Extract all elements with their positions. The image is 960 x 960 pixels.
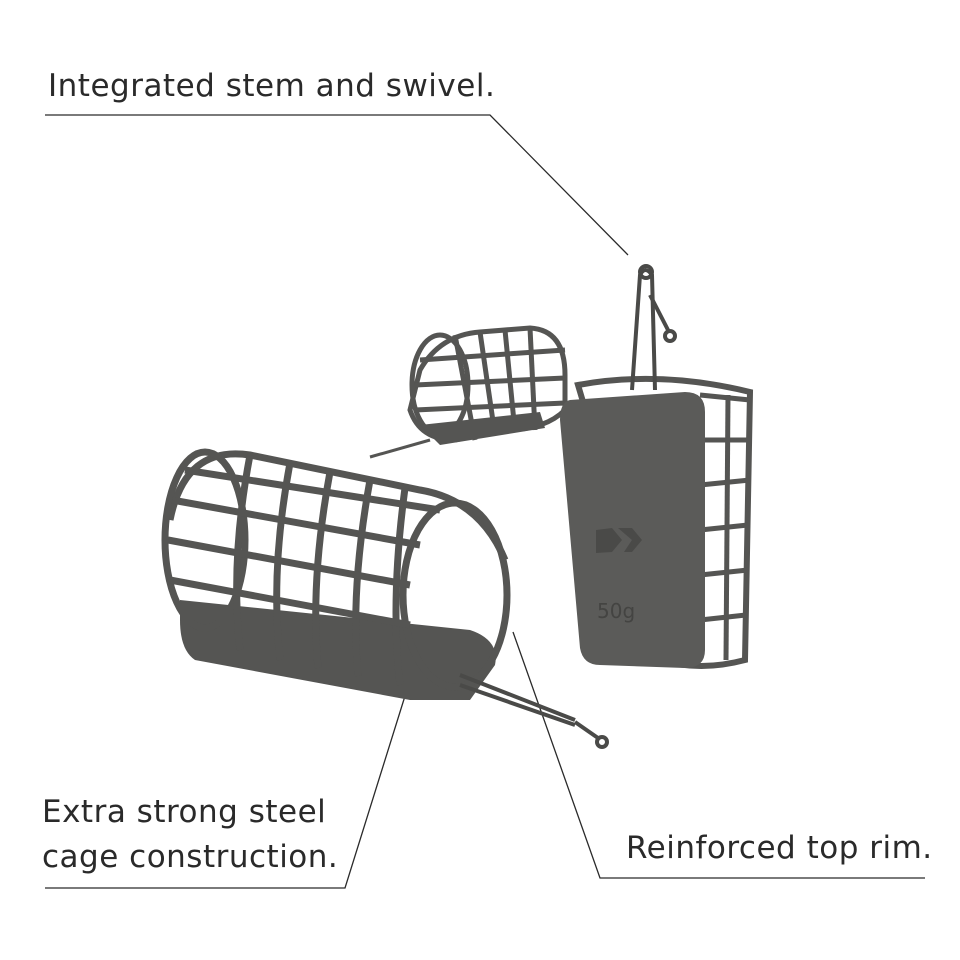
callout-stem-and-swivel: Integrated stem and swivel. xyxy=(48,68,496,104)
stem-and-swivel xyxy=(630,264,677,391)
stem-callout-line xyxy=(45,114,629,256)
callout-cage-construction-line2: cage construction. xyxy=(42,839,339,875)
cage-callout-line xyxy=(45,679,411,889)
small-feeder xyxy=(369,325,568,459)
large-feeder xyxy=(161,448,609,749)
daiwa-logo xyxy=(596,528,642,553)
callout-cage-construction-line1: Extra strong steel xyxy=(42,794,327,830)
callout-reinforced-rim: Reinforced top rim. xyxy=(626,830,933,866)
weight-mark: 50g xyxy=(597,599,635,623)
upright-feeder: 50g xyxy=(560,264,754,669)
